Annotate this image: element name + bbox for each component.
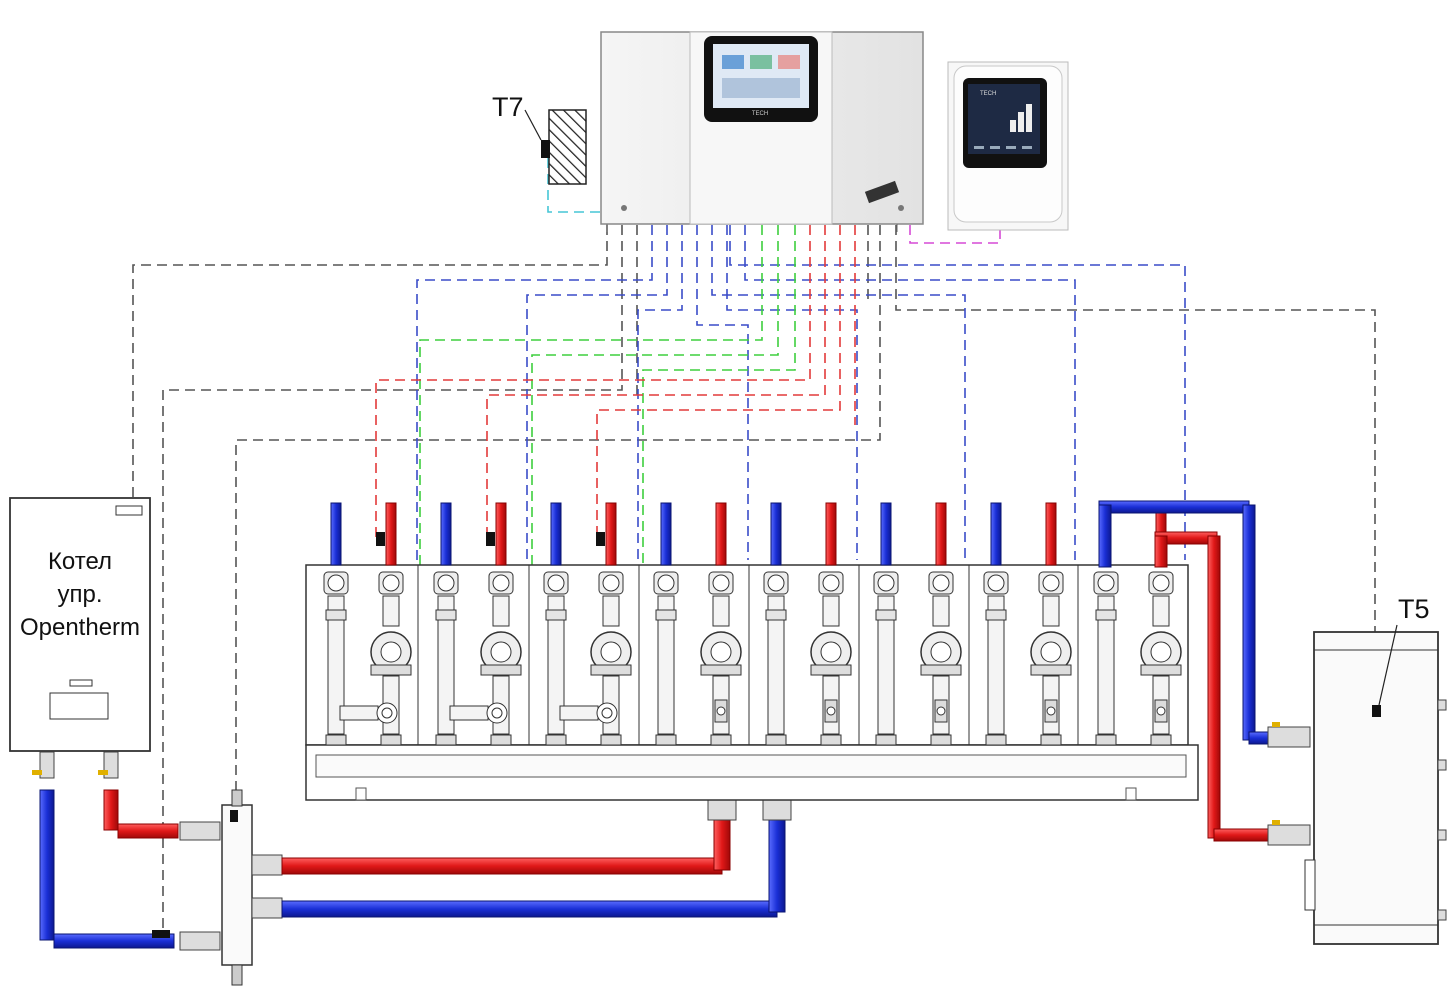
- boiler-label-line3: Opentherm: [19, 614, 141, 641]
- mixing-module: [763, 502, 852, 746]
- boiler-label-line2: упр.: [57, 581, 103, 608]
- t7-outdoor-sensor: [524, 109, 587, 185]
- controller-brand: TECH: [752, 111, 768, 117]
- mixing-modules: [323, 502, 1182, 746]
- dhw-tank: [1098, 500, 1447, 945]
- main-controller: TECH: [600, 31, 924, 232]
- primary-piping: [39, 789, 792, 986]
- mixing-module: [653, 502, 742, 746]
- mixing-module: [323, 502, 412, 746]
- mixing-module: [543, 502, 632, 746]
- boiler: [9, 497, 151, 779]
- boiler-label: Котел упр. Opentherm: [10, 545, 150, 644]
- boiler-label-line1: Котел: [47, 548, 113, 575]
- room-panel: TECH: [947, 61, 1069, 231]
- mixing-module: [983, 502, 1072, 746]
- mixing-module: [873, 502, 962, 746]
- room-panel-brand: TECH: [980, 91, 996, 97]
- t5-sensor-label: T5: [1398, 594, 1430, 624]
- t7-sensor-label: T7: [492, 92, 524, 122]
- signal-wiring: [132, 158, 1376, 930]
- mixing-module: [433, 502, 522, 746]
